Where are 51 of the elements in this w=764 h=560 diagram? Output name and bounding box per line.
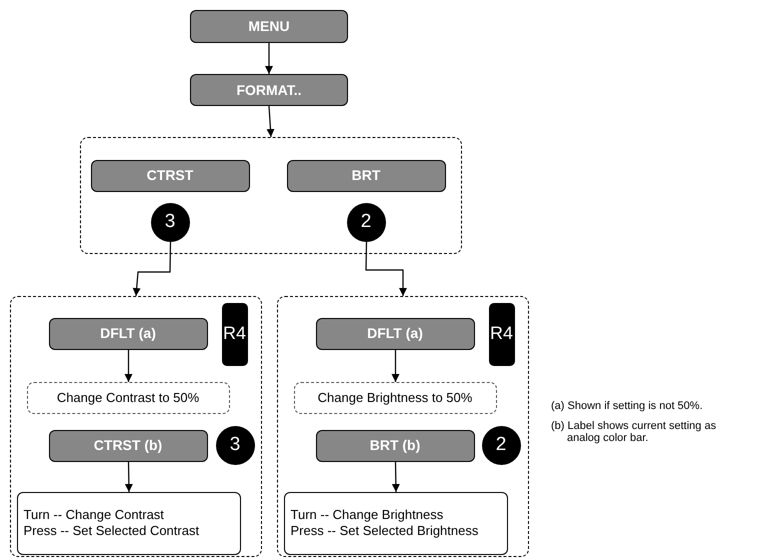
node-label: 2 xyxy=(360,210,372,234)
button-tag xyxy=(222,302,248,366)
arrow xyxy=(124,350,132,382)
node-label: Press -- Set Selected Brightness xyxy=(290,523,478,539)
menu-item-box xyxy=(190,74,348,106)
menu-item-box xyxy=(190,10,348,43)
node-label: DFLT (a) xyxy=(367,325,423,342)
node-label: BRT (b) xyxy=(370,437,420,454)
node-label: 3 xyxy=(164,210,176,234)
group-frame xyxy=(10,296,262,557)
arrow xyxy=(392,462,400,492)
conditional-action-box xyxy=(294,382,496,414)
node-label: 2 xyxy=(496,434,506,456)
node-label: Turn -- Change Contrast xyxy=(24,507,164,523)
group-frame xyxy=(80,137,462,254)
node-label: CTRST xyxy=(146,167,194,184)
menu-item-box xyxy=(286,160,446,192)
node-label: CTRST (b) xyxy=(94,437,162,454)
footnote: (a) Shown if setting is not 50%. xyxy=(551,400,704,412)
node-label: R4 xyxy=(490,323,513,345)
node-label: FORMAT.. xyxy=(236,82,302,98)
node-label: Press -- Set Selected Contrast xyxy=(24,523,200,539)
step-number-circle xyxy=(150,202,190,242)
conditional-action-box xyxy=(26,382,230,414)
arrow xyxy=(265,43,273,74)
footnote: (b) Label shows current setting as analog color bar. xyxy=(551,420,718,444)
control-instructions-box xyxy=(16,492,240,554)
node-label: 3 xyxy=(230,434,240,456)
node-label: Turn -- Change Brightness xyxy=(290,507,444,523)
arrow xyxy=(132,242,172,296)
step-number-circle xyxy=(216,426,254,464)
node-label: Change Contrast to 50% xyxy=(56,390,200,406)
node-label: BRT xyxy=(352,167,380,184)
arrow xyxy=(266,106,274,138)
menu-item-box xyxy=(48,430,208,462)
group-frame xyxy=(277,296,529,557)
button-tag xyxy=(488,302,514,366)
node-label: MENU xyxy=(248,18,290,35)
node-label: Change Brightness to 50% xyxy=(318,390,472,406)
step-number-circle xyxy=(346,202,386,242)
arrow xyxy=(365,242,407,296)
node-label: DFLT (a) xyxy=(100,325,156,342)
menu-item-box xyxy=(316,430,474,462)
arrow xyxy=(392,350,400,382)
control-instructions-box xyxy=(284,492,508,554)
menu-item-box xyxy=(48,318,208,350)
arrow xyxy=(124,462,133,492)
step-number-circle xyxy=(482,426,520,464)
menu-item-box xyxy=(316,318,474,350)
node-label: R4 xyxy=(222,323,246,345)
menu-item-box xyxy=(90,160,250,192)
